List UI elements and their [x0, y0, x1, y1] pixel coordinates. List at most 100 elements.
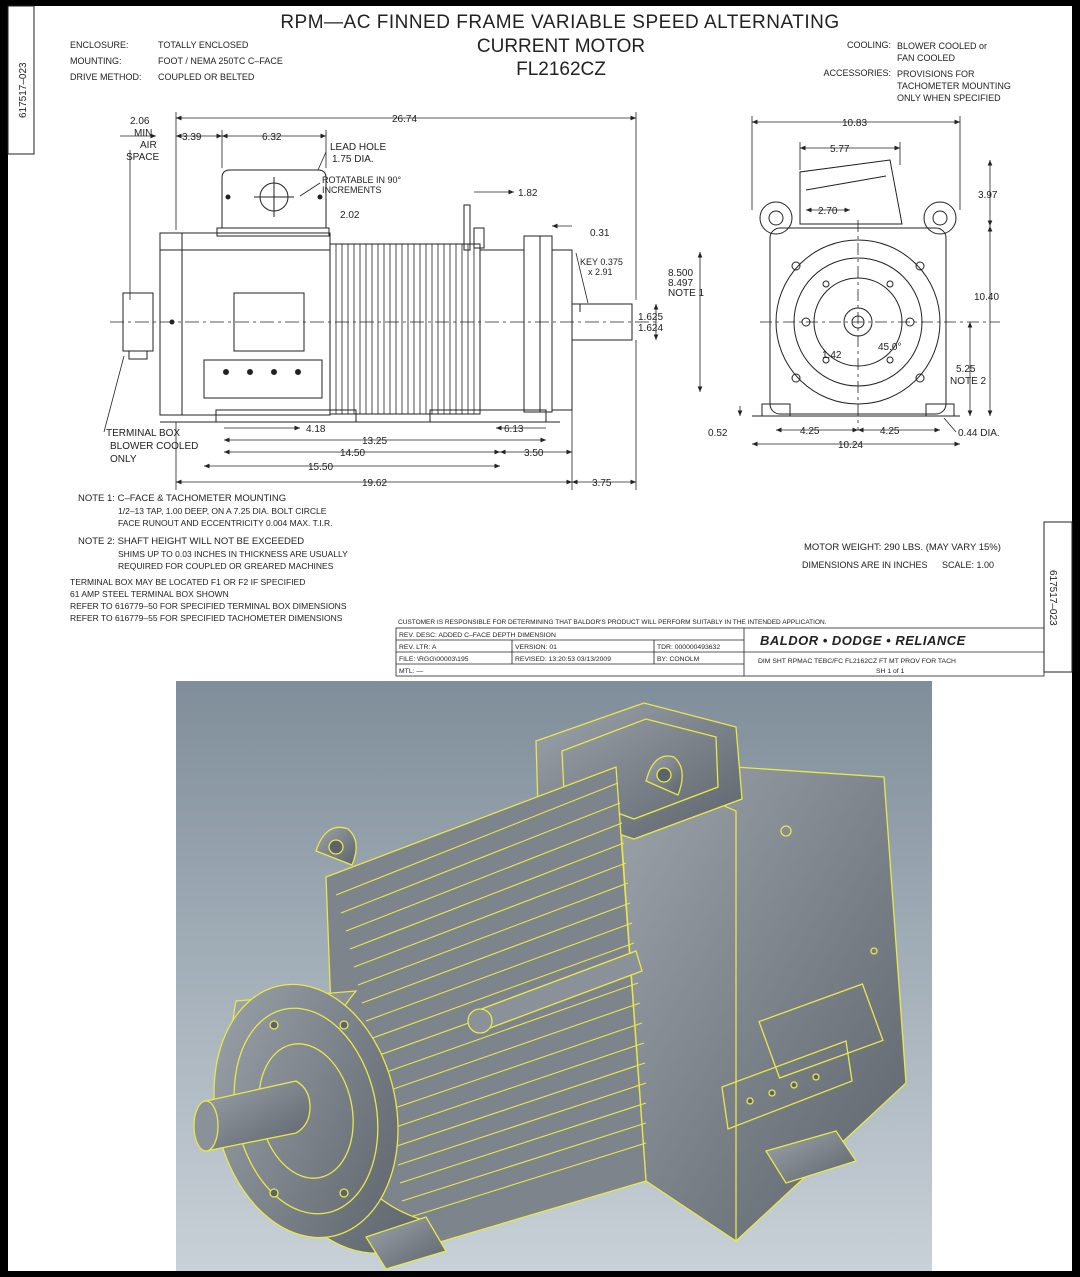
side-number-right: 617517–023 [1047, 570, 1058, 626]
title-block [395, 627, 1045, 677]
note-2-line-1: SHIMS UP TO 0.03 INCHES IN THICKNESS ARE… [118, 549, 348, 559]
dim-6-13: 6.13 [504, 424, 524, 435]
lead-hole-1: LEAD HOLE [330, 142, 386, 153]
terminal-box-label-1: TERMINAL BOX [106, 428, 180, 439]
tb-version: VERSION: 01 [515, 644, 557, 651]
rotatable-2: INCREMENTS [322, 185, 382, 195]
cooling-value-1: BLOWER COOLED or [897, 41, 987, 51]
dim-1-625: 1.625 [638, 312, 663, 323]
accessories-value-1: PROVISIONS FOR [897, 69, 975, 79]
accessories-value-2: TACHOMETER MOUNTING [897, 81, 1011, 91]
dim-0-31: 0.31 [590, 228, 610, 239]
disclaimer: CUSTOMER IS RESPONSIBLE FOR DETERMINING … [398, 619, 827, 626]
dim-0-52: 0.52 [708, 428, 728, 439]
spec-enclosure-value: TOTALLY ENCLOSED [158, 40, 249, 50]
title-line-2: CURRENT MOTOR [477, 36, 645, 57]
spec-drive-value: COUPLED OR BELTED [158, 72, 255, 82]
note-refer-terminal: REFER TO 616779–50 FOR SPECIFIED TERMINA… [70, 601, 347, 611]
dim-10-24: 10.24 [838, 440, 863, 451]
accessories-value-3: ONLY WHEN SPECIFIED [897, 93, 1001, 103]
model-number: FL2162CZ [516, 59, 606, 80]
end-view-dimensions [737, 116, 993, 447]
dim-13-25: 13.25 [362, 436, 387, 447]
frame-border-left [0, 680, 8, 1277]
engineering-drawing: 617517–023 617517–023 RPM—AC FINNED FRAM… [7, 5, 1073, 677]
dim-3-39: 3.39 [182, 132, 202, 143]
dim-2-02: 2.02 [340, 210, 360, 221]
dim-min: MIN. [134, 128, 155, 139]
side-view [110, 169, 660, 423]
spec-enclosure-label: ENCLOSURE: [70, 40, 129, 50]
spec-mounting-label: MOUNTING: [70, 56, 122, 66]
dim-space: SPACE [126, 152, 159, 163]
brand-logo: BALDOR • DODGE • RELIANCE [760, 633, 966, 648]
terminal-box-label-2: BLOWER COOLED [110, 441, 198, 452]
frame-border-bottom [0, 1271, 1080, 1277]
dim-4-18: 4.18 [306, 424, 326, 435]
dim-2-70: 2.70 [818, 206, 838, 217]
dim-6-32: 6.32 [262, 132, 282, 143]
side-view-dimensions [103, 112, 703, 490]
dim-1-82: 1.82 [518, 188, 538, 199]
dim-5-77: 5.77 [830, 144, 850, 155]
motor-3d-render [176, 681, 932, 1271]
side-number-box [7, 5, 35, 155]
tb-file: FILE: \RGG\00003\195 [399, 656, 469, 663]
note-1-ref: NOTE 1 [668, 288, 705, 299]
dim-45-deg: 45.0° [878, 342, 901, 353]
note-terminal-location: TERMINAL BOX MAY BE LOCATED F1 OR F2 IF … [70, 577, 305, 587]
spec-drive-label: DRIVE METHOD: [70, 72, 142, 82]
dim-2-06: 2.06 [130, 116, 150, 127]
accessories-label: ACCESSORIES: [823, 68, 891, 78]
dim-3-97: 3.97 [978, 190, 998, 201]
tb-tdr: TDR: 000000493632 [657, 644, 720, 651]
dim-10-40: 10.40 [974, 292, 999, 303]
rotatable-1: ROTATABLE IN 90° [322, 175, 402, 185]
tb-by: BY: CONOLM [657, 656, 700, 663]
note-1-title: NOTE 1: C–FACE & TACHOMETER MOUNTING [78, 493, 286, 504]
dim-19-62: 19.62 [362, 478, 387, 489]
side-number-left: 617517–023 [18, 62, 29, 118]
dim-1-624: 1.624 [638, 323, 663, 334]
dim-0-44-dia: 0.44 DIA. [958, 428, 1000, 439]
dim-15-50: 15.50 [308, 462, 333, 473]
dim-14-50: 14.50 [340, 448, 365, 459]
terminal-box-label-3: ONLY [110, 454, 137, 465]
dim-3-50: 3.50 [524, 448, 544, 459]
dim-1-42: 1.42 [822, 350, 842, 361]
dim-8-500: 8.500 [668, 268, 693, 279]
dim-4-25-left: 4.25 [800, 426, 820, 437]
note-2-title: NOTE 2: SHAFT HEIGHT WILL NOT BE EXCEEDE… [78, 536, 304, 547]
dim-4-25-right: 4.25 [880, 426, 900, 437]
tb-sheet: SH 1 of 1 [876, 668, 905, 675]
tb-desc: DIM SHT RPMAC TEBC/FC FL2162CZ FT MT PRO… [758, 658, 956, 665]
note-terminal-box: 61 AMP STEEL TERMINAL BOX SHOWN [70, 589, 229, 599]
dim-3-75: 3.75 [592, 478, 612, 489]
note-2-ref: NOTE 2 [950, 376, 987, 387]
cooling-label: COOLING: [847, 40, 891, 50]
note-2-line-2: REQUIRED FOR COUPLED OR GREARED MACHINES [118, 561, 334, 571]
cooling-value-2: FAN COOLED [897, 53, 956, 63]
tb-revised: REVISED: 13:20:53 03/13/2009 [515, 656, 611, 663]
motor-weight: MOTOR WEIGHT: 290 LBS. (MAY VARY 15%) [804, 542, 1001, 553]
key-1: KEY 0.375 [580, 257, 623, 267]
side-number-box-right [1043, 521, 1073, 673]
tb-rev-desc: REV. DESC: ADDED C–FACE DEPTH DIMENSION [399, 632, 556, 639]
dim-5-25: 5.25 [956, 364, 976, 375]
tb-mtl: MTL: — [399, 668, 423, 675]
dim-8-497: 8.497 [668, 278, 693, 289]
frame-border-right [1072, 680, 1080, 1277]
dim-air: AIR [140, 140, 157, 151]
note-refer-tach: REFER TO 616779–55 FOR SPECIFIED TACHOME… [70, 613, 343, 623]
key-2: x 2.91 [588, 267, 613, 277]
end-view [752, 159, 1000, 430]
dimension-units: DIMENSIONS ARE IN INCHES [802, 560, 928, 570]
drawing-scale: SCALE: 1.00 [942, 560, 994, 570]
lead-hole-2: 1.75 DIA. [332, 154, 374, 165]
spec-mounting-value: FOOT / NEMA 250TC C–FACE [158, 56, 283, 66]
dim-26-74: 26.74 [392, 114, 417, 125]
title-line-1: RPM—AC FINNED FRAME VARIABLE SPEED ALTER… [280, 12, 839, 33]
note-1-line-2: FACE RUNOUT AND ECCENTRICITY 0.004 MAX. … [118, 518, 332, 528]
dim-10-83: 10.83 [842, 118, 867, 129]
note-1-line-1: 1/2–13 TAP, 1.00 DEEP, ON A 7.25 DIA. BO… [118, 506, 327, 516]
